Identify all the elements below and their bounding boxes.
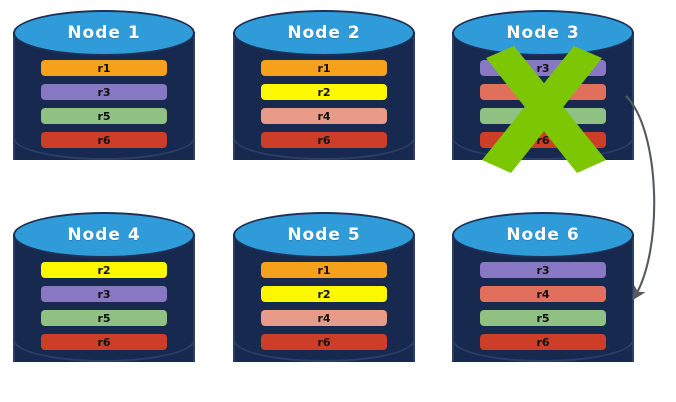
record-bar: r6 — [480, 132, 606, 148]
record-bar: r1 — [261, 262, 387, 278]
node-3[interactable]: r3 r4 r5 r6 Node 3 — [452, 10, 634, 182]
record-bar: r5 — [41, 108, 167, 124]
record-list: r3 r4 r5 r6 — [480, 262, 606, 350]
record-bar: r1 — [41, 60, 167, 76]
node-label: Node 5 — [287, 225, 361, 245]
record-list: r2 r3 r5 r6 — [41, 262, 167, 350]
record-bar: r3 — [41, 84, 167, 100]
node-label: Node 4 — [67, 225, 141, 245]
record-bar: r6 — [41, 132, 167, 148]
record-bar: r6 — [261, 132, 387, 148]
record-bar: r2 — [41, 262, 167, 278]
node-2[interactable]: r1 r2 r4 r6 Node 2 — [233, 10, 415, 182]
record-list: r1 r3 r5 r6 — [41, 60, 167, 148]
record-bar: r6 — [480, 334, 606, 350]
record-list: r3 r4 r5 r6 — [480, 60, 606, 148]
record-bar: r4 — [480, 84, 606, 100]
node-label: Node 3 — [506, 23, 580, 43]
node-label: Node 6 — [506, 225, 580, 245]
cylinder-top — [233, 10, 415, 56]
cylinder-top — [13, 10, 195, 56]
record-bar: r2 — [261, 84, 387, 100]
record-list: r1 r2 r4 r6 — [261, 262, 387, 350]
record-list: r1 r2 r4 r6 — [261, 60, 387, 148]
record-bar: r1 — [261, 60, 387, 76]
node-1[interactable]: r1 r3 r5 r6 Node 1 — [13, 10, 195, 182]
record-bar: r3 — [41, 286, 167, 302]
record-bar: r6 — [41, 334, 167, 350]
record-bar: r3 — [480, 60, 606, 76]
record-bar: r4 — [480, 286, 606, 302]
node-4[interactable]: r2 r3 r5 r6 Node 4 — [13, 212, 195, 384]
node-6[interactable]: r3 r4 r5 r6 Node 6 — [452, 212, 634, 384]
cylinder-top — [233, 212, 415, 258]
record-bar: r4 — [261, 108, 387, 124]
node-label: Node 2 — [287, 23, 361, 43]
record-bar: r2 — [261, 286, 387, 302]
node-5[interactable]: r1 r2 r4 r6 Node 5 — [233, 212, 415, 384]
node-label: Node 1 — [67, 23, 141, 43]
record-bar: r3 — [480, 262, 606, 278]
cylinder-top — [13, 212, 195, 258]
record-bar: r6 — [261, 334, 387, 350]
record-bar: r5 — [41, 310, 167, 326]
record-bar: r5 — [480, 310, 606, 326]
cylinder-top — [452, 212, 634, 258]
record-bar: r4 — [261, 310, 387, 326]
record-bar: r5 — [480, 108, 606, 124]
